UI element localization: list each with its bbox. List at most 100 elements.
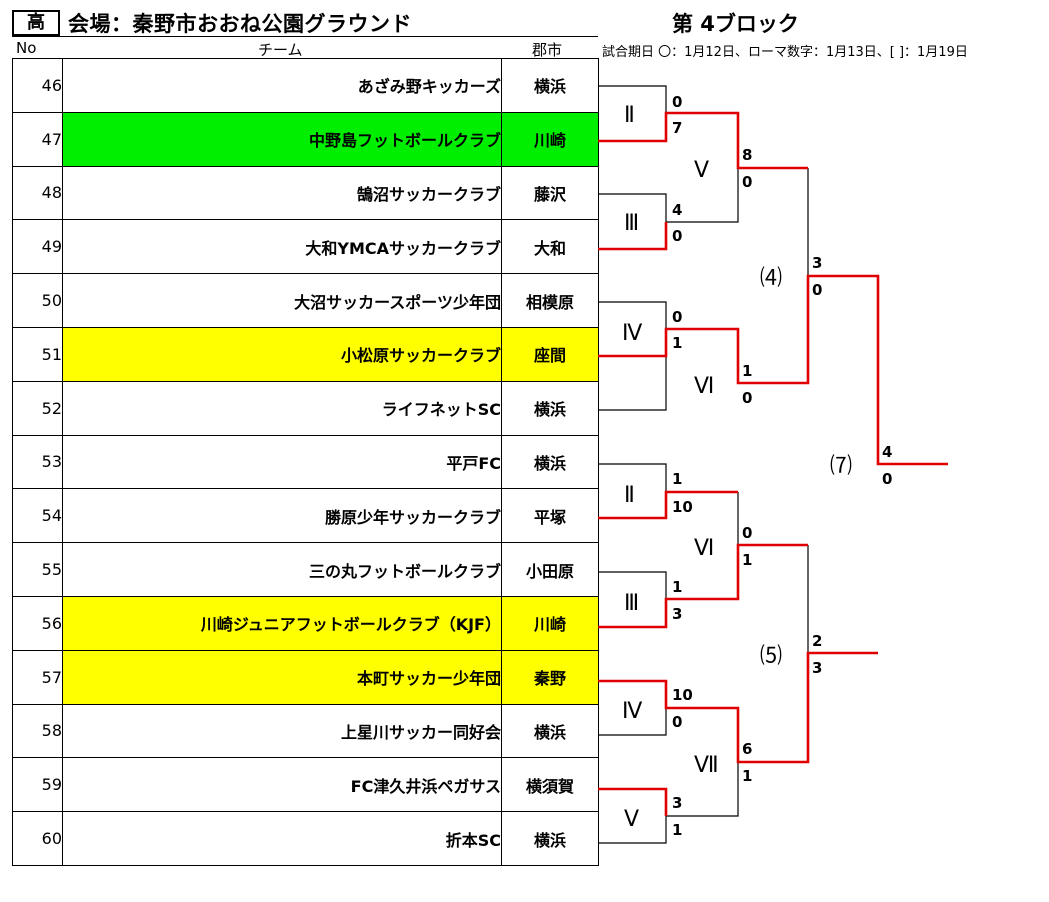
team-name: 中野島フットボールクラブ	[62, 111, 502, 167]
score-label: 1	[672, 578, 682, 596]
team-name: 上星川サッカー同好会	[62, 703, 502, 759]
score-label: 1	[742, 551, 752, 569]
team-name: 川崎ジュニアフットボールクラブ（KJF）	[62, 595, 502, 651]
score-label: 7	[672, 119, 682, 137]
score-label: 1	[742, 362, 752, 380]
team-region: 横浜	[501, 380, 599, 436]
score-label: 0	[742, 389, 752, 407]
round-label: Ⅶ	[694, 753, 719, 778]
round-label: Ⅱ	[624, 483, 635, 508]
team-number: 47	[12, 111, 63, 167]
team-number: 56	[12, 595, 63, 651]
winner-line	[598, 111, 808, 170]
venue-title: 会場：秦野市おおね公園グラウンド	[68, 12, 412, 36]
round-label: Ⅲ	[624, 591, 639, 616]
team-name: 勝原少年サッカークラブ	[62, 488, 502, 544]
col-region-header: 郡市	[532, 41, 563, 59]
winner-line	[598, 490, 738, 520]
score-label: 1	[742, 767, 752, 785]
team-number: 58	[12, 703, 63, 759]
round-label: ⑺	[830, 454, 852, 479]
round-label: Ⅲ	[624, 211, 639, 236]
team-name: 大和YMCAサッカークラブ	[62, 219, 502, 275]
team-name: 折本SC	[62, 811, 502, 866]
team-region: 藤沢	[501, 165, 599, 221]
team-region: 小田原	[501, 542, 599, 597]
round-label: Ⅴ	[624, 807, 639, 832]
score-label: 3	[812, 254, 822, 272]
score-label: 3	[672, 605, 682, 623]
bracket-line	[666, 168, 739, 223]
round-label: Ⅳ	[622, 699, 643, 724]
header-rule	[12, 36, 598, 37]
score-label: 3	[672, 794, 682, 812]
score-label: 1	[672, 470, 682, 488]
col-no-header: No	[16, 39, 37, 57]
team-name: ライフネットSC	[62, 380, 502, 436]
round-label: Ⅱ	[624, 103, 635, 128]
team-number: 60	[12, 811, 63, 866]
score-labels: 0 7 4 0 0 1 1 10 1 3 10 0 3 1 8 0 1 0 0 …	[672, 93, 892, 839]
category-badge: 高	[12, 10, 60, 36]
score-label: 0	[882, 470, 892, 488]
team-region: 横須賀	[501, 757, 599, 813]
round-label: ⑸	[760, 644, 782, 669]
winner-lines	[598, 111, 948, 816]
round-label: Ⅴ	[694, 158, 709, 183]
team-name: 小松原サッカークラブ	[62, 326, 502, 382]
round-label: ⑷	[760, 266, 782, 291]
score-label: 0	[742, 173, 752, 191]
team-number: 51	[12, 326, 63, 382]
score-label: 0	[672, 308, 682, 326]
score-label: 4	[672, 201, 682, 219]
date-legend: 試合期日 〇：1月12日、ローマ数字：1月13日、[ ]：1月19日	[602, 45, 968, 60]
score-label: 8	[742, 146, 752, 164]
score-label: 0	[672, 713, 682, 731]
winner-line	[598, 543, 808, 629]
winner-line	[598, 787, 668, 816]
team-name: 大沼サッカースポーツ少年団	[62, 273, 502, 328]
score-label: 4	[882, 443, 892, 461]
team-number: 48	[12, 165, 63, 221]
score-label: 1	[672, 821, 682, 839]
team-name: FC津久井浜ペガサス	[62, 757, 502, 813]
score-label: 0	[742, 524, 752, 542]
bracket-line	[598, 356, 667, 411]
bracket-line	[666, 762, 739, 817]
team-region: 横浜	[501, 434, 599, 490]
team-number: 54	[12, 488, 63, 544]
team-name: 本町サッカー少年団	[62, 649, 502, 705]
round-labels: Ⅱ Ⅲ Ⅳ Ⅴ Ⅵ Ⅱ Ⅲ Ⅳ Ⅴ Ⅵ Ⅶ ⑷ ⑸ ⑺	[622, 103, 852, 832]
block-title: 第 4ブロック	[672, 12, 799, 36]
score-label: 10	[672, 686, 693, 704]
score-label: 10	[672, 498, 693, 516]
score-label: 6	[742, 740, 752, 758]
team-region: 秦野	[501, 649, 599, 705]
round-label: Ⅳ	[622, 321, 643, 346]
score-label: 0	[812, 281, 822, 299]
col-team-header: チーム	[258, 41, 303, 59]
score-label: 2	[812, 632, 822, 650]
round-label: Ⅵ	[694, 536, 714, 561]
winner-line	[598, 222, 668, 251]
team-region: 座間	[501, 326, 599, 382]
team-name: 三の丸フットボールクラブ	[62, 542, 502, 597]
score-label: 0	[672, 93, 682, 111]
winner-line	[598, 274, 948, 466]
score-label: 0	[672, 227, 682, 245]
round-label: Ⅵ	[694, 374, 714, 399]
team-region: 平塚	[501, 488, 599, 544]
